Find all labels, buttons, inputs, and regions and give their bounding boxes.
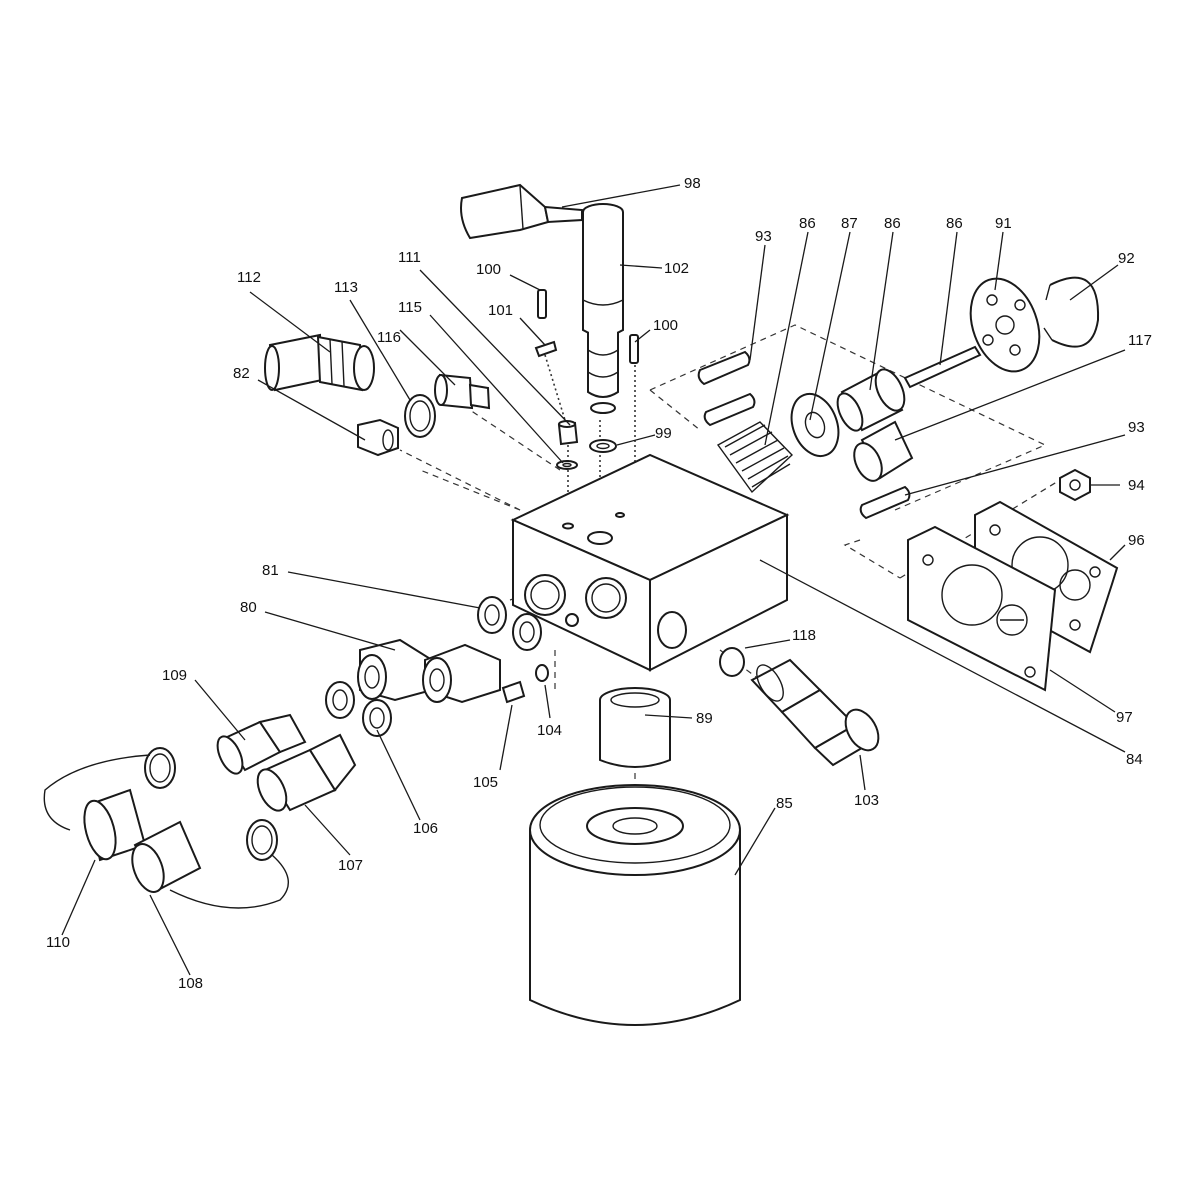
callout-86-spring: 86 bbox=[799, 215, 816, 232]
callout-81: 81 bbox=[262, 562, 279, 579]
part-93-upper-pins bbox=[697, 350, 756, 427]
callout-94: 94 bbox=[1128, 477, 1145, 494]
callout-118: 118 bbox=[792, 627, 816, 644]
callout-102: 102 bbox=[664, 260, 689, 277]
callout-100-right: 100 bbox=[653, 317, 678, 334]
callout-91: 91 bbox=[995, 215, 1012, 232]
callout-87: 87 bbox=[841, 215, 858, 232]
part-80-couplers bbox=[357, 638, 501, 704]
callout-107: 107 bbox=[338, 857, 363, 874]
callout-82: 82 bbox=[233, 365, 250, 382]
callout-labels: 98 102 93 86 87 86 86 91 92 117 112 113 … bbox=[46, 175, 1152, 992]
callout-86-rod: 86 bbox=[946, 215, 963, 232]
callout-101: 101 bbox=[488, 302, 513, 319]
part-97-gasket bbox=[907, 525, 1057, 692]
part-111-screw bbox=[557, 420, 579, 446]
callout-110: 110 bbox=[46, 934, 70, 951]
callout-111: 111 bbox=[398, 249, 421, 266]
part-86-spring bbox=[716, 421, 794, 494]
part-85-reservoir bbox=[529, 784, 741, 1026]
part-101-pin bbox=[534, 340, 558, 358]
callout-85: 85 bbox=[776, 795, 793, 812]
callout-93-upper: 93 bbox=[755, 228, 772, 245]
part-92-ring bbox=[1043, 276, 1100, 348]
part-94-nut bbox=[1059, 468, 1091, 502]
callout-89: 89 bbox=[696, 710, 713, 727]
part-105-screw bbox=[501, 680, 526, 704]
callout-115: 115 bbox=[398, 299, 422, 316]
part-115-washer bbox=[556, 460, 578, 470]
callout-104: 104 bbox=[537, 722, 562, 739]
part-117-plug bbox=[853, 420, 914, 482]
part-104-washer bbox=[535, 664, 549, 682]
part-86-rod bbox=[903, 345, 982, 389]
callout-109: 109 bbox=[162, 667, 187, 684]
part-84-valve-block bbox=[510, 453, 790, 672]
part-86-seat bbox=[836, 368, 906, 432]
callout-103: 103 bbox=[854, 792, 879, 809]
callout-80: 80 bbox=[240, 599, 257, 616]
callout-105: 105 bbox=[473, 774, 498, 791]
part-87-washer bbox=[790, 393, 840, 457]
callout-98: 98 bbox=[684, 175, 701, 192]
part-93-lower-pin bbox=[859, 485, 911, 520]
part-112-fitting bbox=[264, 333, 375, 392]
part-91-plate bbox=[969, 277, 1041, 373]
callout-97: 97 bbox=[1116, 709, 1133, 726]
part-106-washers bbox=[325, 681, 392, 737]
part-116-fitting bbox=[434, 373, 491, 410]
callout-84: 84 bbox=[1126, 751, 1143, 768]
callout-93-lower: 93 bbox=[1128, 419, 1145, 436]
part-107-coupler bbox=[256, 733, 357, 812]
part-113-washer bbox=[404, 394, 436, 438]
part-89-sleeve bbox=[599, 687, 671, 768]
part-118-seal bbox=[719, 647, 745, 677]
callout-86-seat: 86 bbox=[884, 215, 901, 232]
callout-112: 112 bbox=[237, 269, 261, 286]
callout-100-left: 100 bbox=[476, 261, 501, 278]
part-98-handle bbox=[460, 183, 583, 240]
part-103-coupler bbox=[750, 658, 880, 767]
part-100-pins bbox=[537, 289, 639, 364]
callout-113: 113 bbox=[334, 279, 358, 296]
part-82-nut bbox=[357, 418, 399, 457]
callout-108: 108 bbox=[178, 975, 203, 992]
part-110-108-dust-caps bbox=[43, 747, 289, 909]
callout-96: 96 bbox=[1128, 532, 1145, 549]
callout-116: 116 bbox=[377, 329, 401, 346]
callout-92: 92 bbox=[1118, 250, 1135, 267]
part-109-coupler bbox=[216, 713, 307, 775]
callout-106: 106 bbox=[413, 820, 438, 837]
callout-99: 99 bbox=[655, 425, 672, 442]
part-99-seal bbox=[589, 439, 617, 453]
leader-lines bbox=[61, 184, 1126, 976]
part-81-washers bbox=[477, 596, 542, 651]
callout-117: 117 bbox=[1128, 332, 1152, 349]
part-102-plunger bbox=[582, 203, 624, 414]
